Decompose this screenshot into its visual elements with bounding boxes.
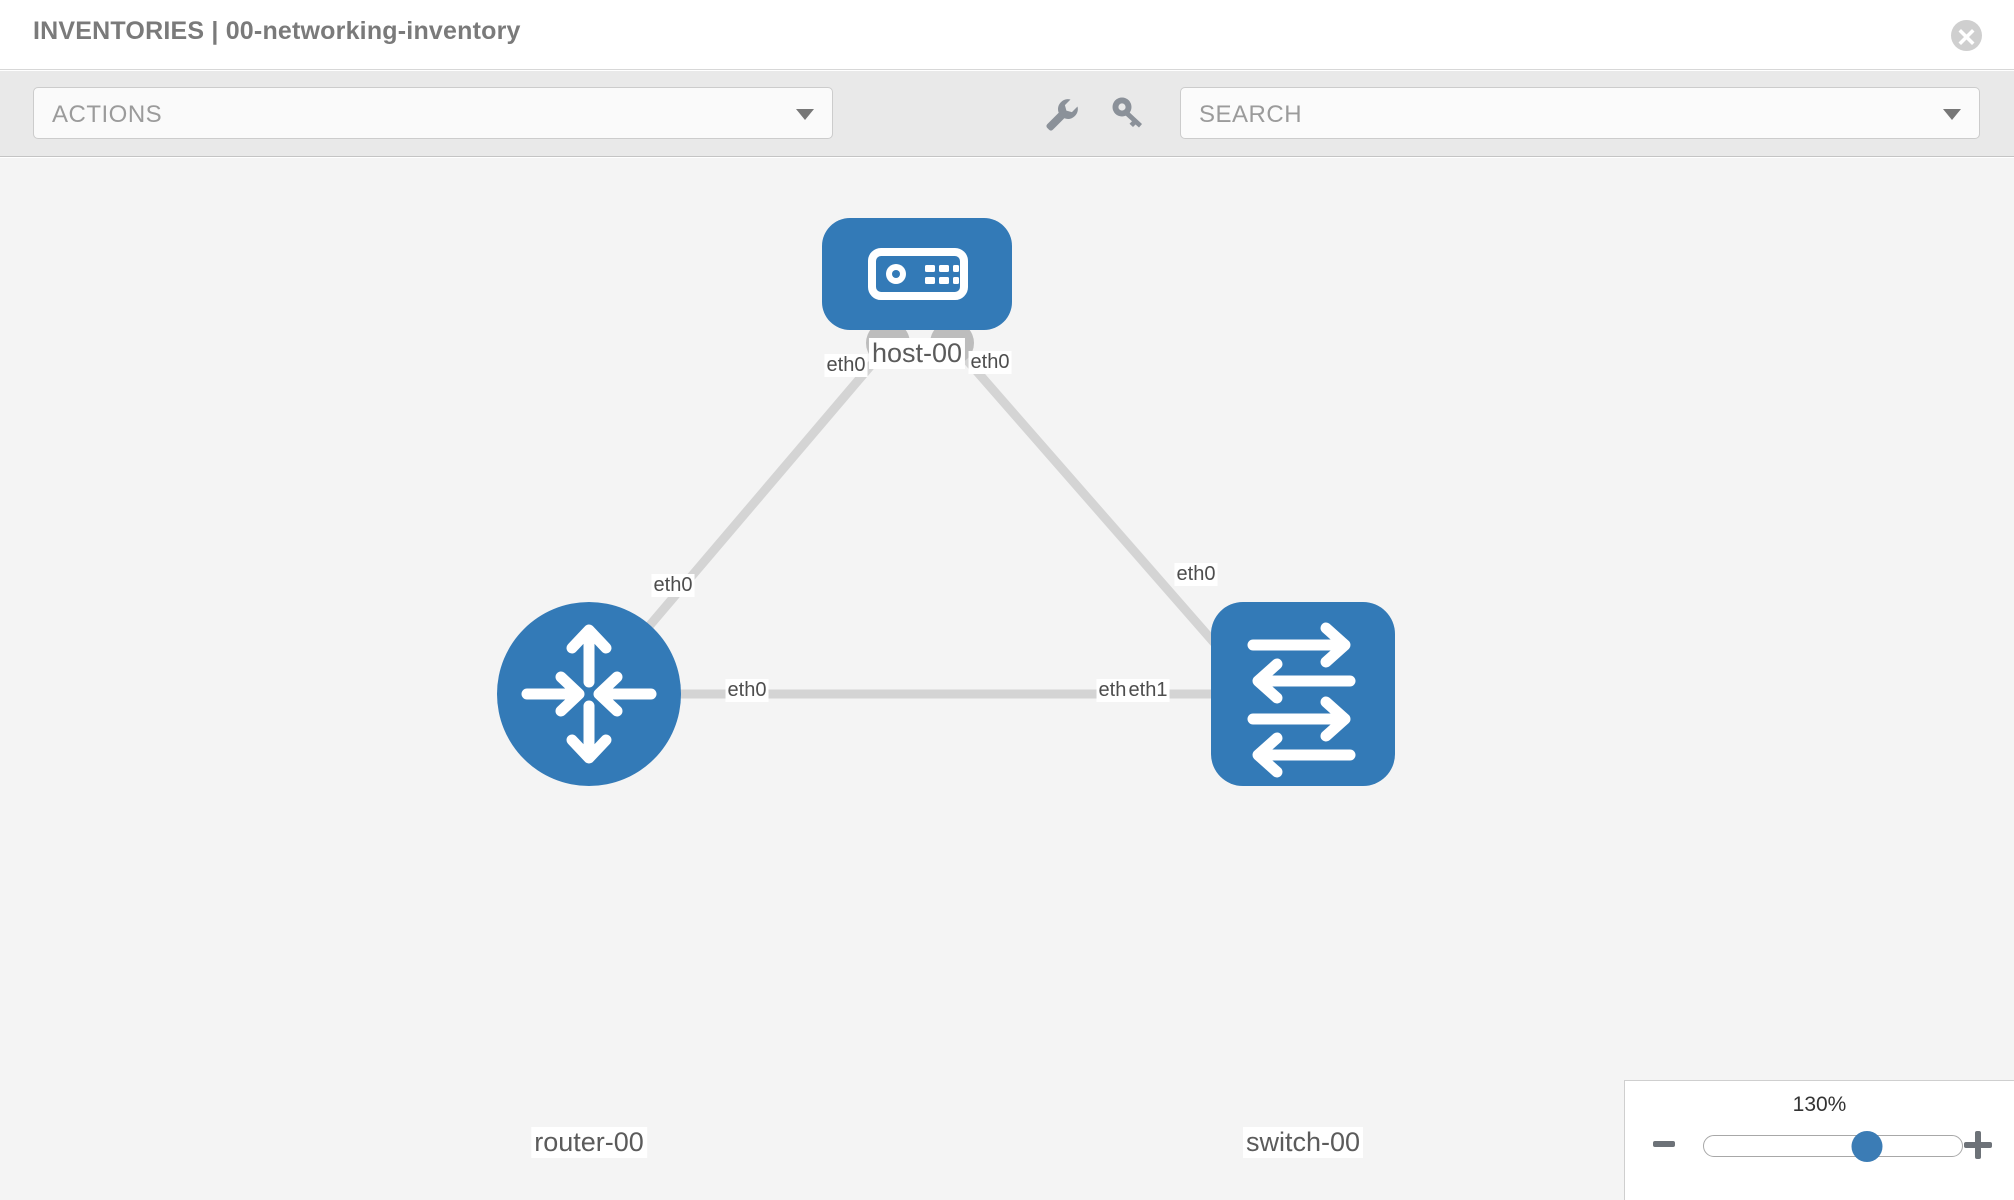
search-placeholder: SEARCH	[1199, 101, 1303, 128]
link-host00-router00	[601, 340, 894, 681]
zoom-slider-thumb[interactable]	[1851, 1131, 1883, 1162]
iface-label-host00-left: eth0	[824, 354, 868, 377]
zoom-control-panel: 130%	[1624, 1080, 2014, 1200]
iface-label-router00-north: eth0	[651, 574, 695, 597]
chevron-down-icon	[1943, 109, 1961, 120]
zoom-slider-row	[1625, 1131, 2014, 1171]
topology-connectors	[604, 321, 1269, 717]
chevron-down-icon	[796, 109, 814, 120]
node-label-switch-00: switch-00	[1242, 1127, 1364, 1158]
close-icon[interactable]	[1951, 20, 1982, 51]
iface-label-router00-east: eth0	[725, 679, 769, 702]
iface-label-switch00-west: eth1	[1126, 679, 1170, 702]
topology-canvas[interactable]: host-00 router-00 switch-00 eth0 eth0 et…	[0, 158, 2014, 1200]
zoom-level-value: 130%	[1792, 1093, 1847, 1116]
plus-icon[interactable]	[1964, 1131, 1992, 1159]
actions-dropdown[interactable]: ACTIONS	[33, 87, 833, 139]
wrench-icon[interactable]	[1040, 93, 1080, 133]
page-title: INVENTORIES | 00-networking-inventory	[33, 17, 521, 45]
router-arrows-icon	[521, 624, 657, 764]
server-box-icon	[868, 248, 968, 300]
switch-arrows-icon	[1247, 622, 1356, 778]
iface-label-switch00-north: eth0	[1174, 563, 1218, 586]
actions-dropdown-label: ACTIONS	[52, 101, 163, 128]
zoom-slider-track[interactable]	[1703, 1131, 1963, 1162]
iface-label-host00-right: eth0	[968, 351, 1012, 374]
minus-icon[interactable]	[1653, 1141, 1675, 1147]
toolbar: ACTIONS SEARCH	[0, 71, 2014, 157]
key-icon[interactable]	[1108, 93, 1148, 133]
node-switch-00	[1211, 602, 1395, 786]
topology-links	[601, 340, 1249, 699]
search-input[interactable]: SEARCH	[1180, 87, 1980, 139]
topology-graph	[497, 218, 1395, 786]
node-router-00	[497, 602, 681, 786]
link-host00-switch00	[948, 340, 1249, 681]
page-header: INVENTORIES | 00-networking-inventory	[0, 0, 2014, 70]
node-host-00	[822, 218, 1012, 330]
node-label-host-00: host-00	[868, 338, 966, 369]
node-label-router-00: router-00	[531, 1127, 647, 1158]
